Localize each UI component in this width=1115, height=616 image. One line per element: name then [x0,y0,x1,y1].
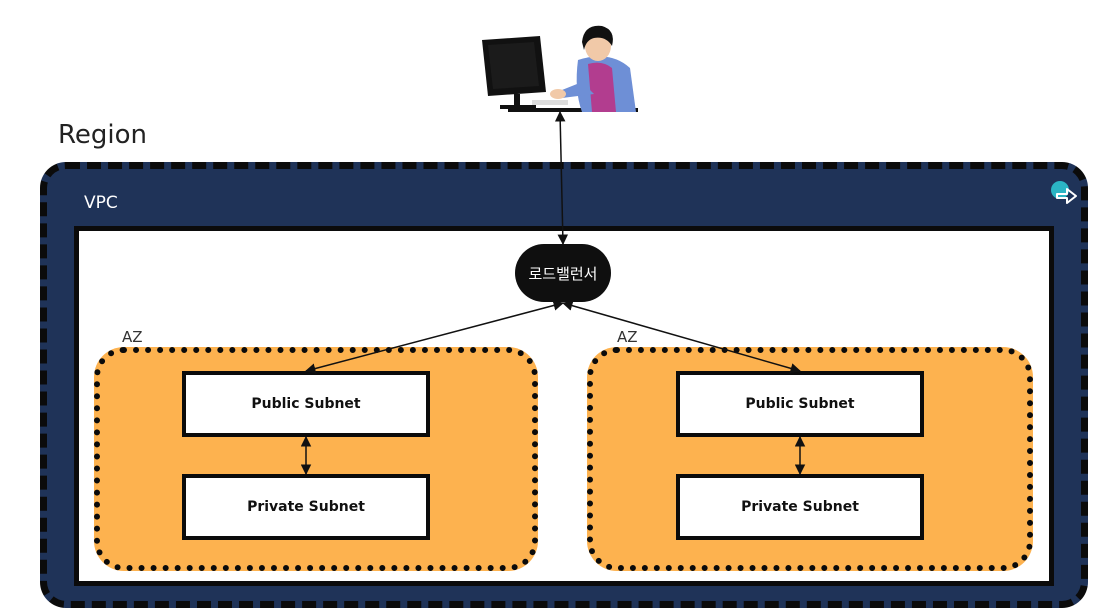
private-subnet-2: Private Subnet [676,474,924,540]
user-at-computer-icon [482,25,638,112]
az-label-1: AZ [122,328,143,346]
vpc-label: VPC [84,193,118,213]
lb-to-az2-connector [561,300,802,374]
exit-arrow-icon[interactable] [1049,179,1079,209]
private-subnet-1: Private Subnet [182,474,430,540]
user-to-lb-connector [554,110,569,246]
region-label: Region [58,120,148,150]
public-subnet-1: Public Subnet [182,371,430,437]
load-balancer-node: 로드밸런서 [515,244,611,302]
lb-to-az1-connector [304,300,565,374]
